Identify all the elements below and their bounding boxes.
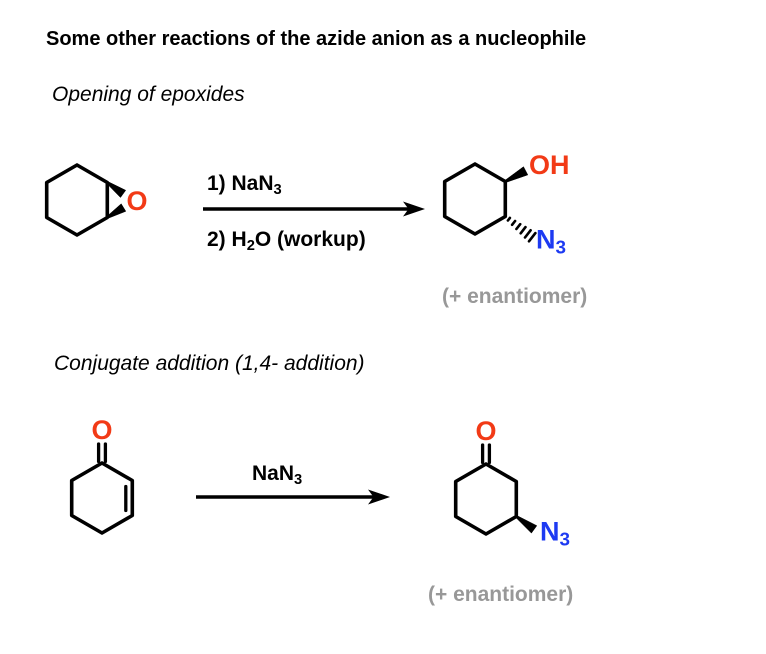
enantiomer-note-1: (+ enantiomer) [442,285,588,308]
reagent-step1-nan3: 1) NaN3 [207,172,282,199]
hydroxyl-label: OH [529,149,570,180]
hashed-wedge [506,216,537,243]
ketone-oxygen-label: O [475,415,497,446]
subscript: 3 [559,529,571,551]
subscript: 3 [273,182,282,199]
reaction-arrow-2 [196,489,390,505]
azido-ketone-structure [453,443,538,536]
subscript: 3 [555,237,567,259]
azide-label-1: N3 [536,224,567,259]
page-title: Some other reactions of the azide anion … [46,28,587,50]
enantiomer-note-2: (+ enantiomer) [428,583,574,606]
reagent-nan3: NaN3 [252,462,303,489]
heading-conjugate-addition: Conjugate addition (1,4- addition) [54,352,365,375]
cyclohexenone-structure [69,442,135,535]
heading-opening-of-epoxides: Opening of epoxides [52,83,245,106]
azide-label-2: N3 [540,516,571,551]
subscript: 3 [294,472,303,489]
enone-oxygen-label: O [91,414,113,445]
reaction-arrow-1 [203,201,425,217]
reagent-step2-h2o-workup: 2) H2O (workup) [207,228,366,255]
epoxide-oxygen-label: O [126,185,148,216]
epoxide-structure [44,163,127,237]
azido-alcohol-structure [442,162,537,243]
subscript: 2 [246,238,255,255]
